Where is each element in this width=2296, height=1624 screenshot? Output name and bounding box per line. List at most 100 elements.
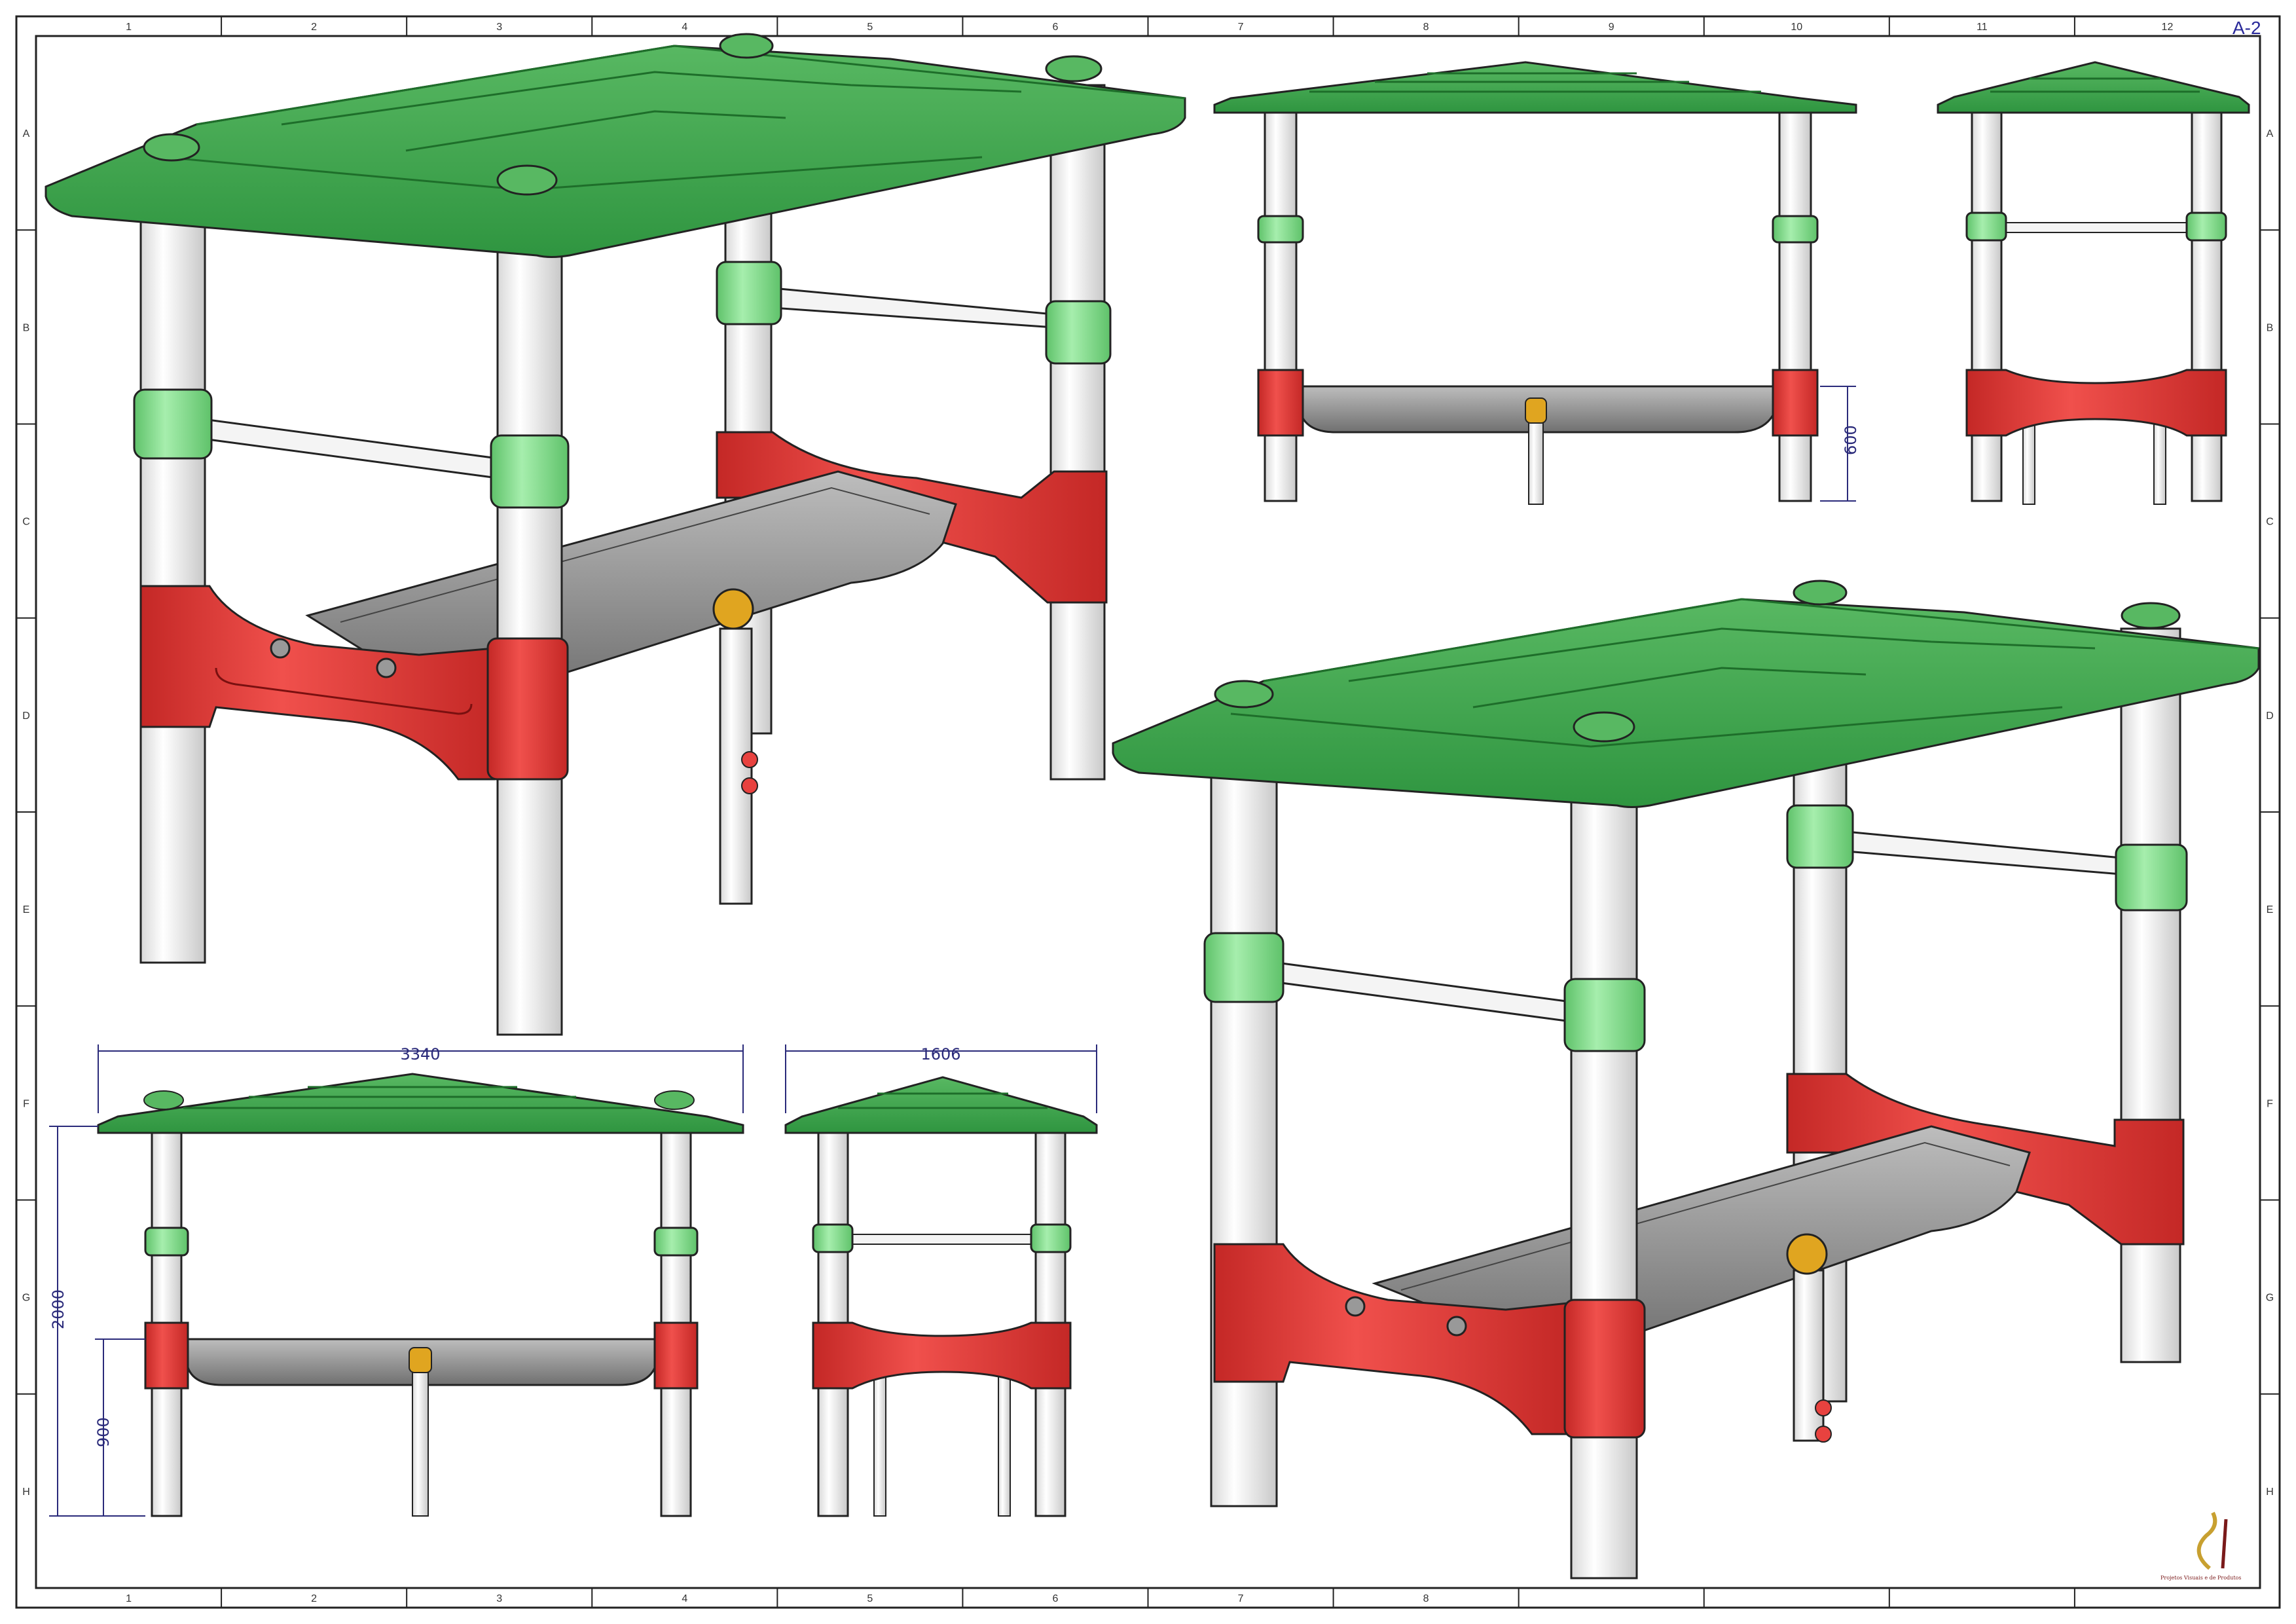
collar-back-right: [2115, 843, 2188, 912]
row-label: C: [22, 517, 30, 528]
base-frame: [1965, 369, 2227, 437]
roof-panel: [1213, 61, 1857, 114]
base-right: [653, 1321, 699, 1390]
column-label: 5: [867, 22, 873, 33]
dimension-overall-length: 3340: [400, 1045, 440, 1063]
post-cap: [1214, 680, 1274, 709]
column-label: 7: [1238, 1593, 1244, 1604]
float-valve: [712, 588, 754, 630]
drain-pipe: [1528, 418, 1544, 505]
collar-left: [812, 1223, 854, 1253]
collar-front-right: [490, 434, 570, 509]
bolt: [1446, 1316, 1467, 1337]
dimension-tray-height: 900: [94, 1417, 113, 1447]
collar-back-right: [1045, 300, 1112, 365]
column-label: 11: [1977, 22, 1988, 33]
rail-front: [1275, 961, 1573, 1023]
column-label: 8: [1423, 1593, 1429, 1604]
column-label: 3: [496, 1593, 502, 1604]
row-label: G: [2266, 1293, 2274, 1304]
dimension-tray-height-side: 600: [1842, 425, 1860, 455]
sleeve-front-right: [1563, 1299, 1646, 1439]
post-right: [1778, 103, 1812, 502]
drain-pipe: [412, 1368, 429, 1517]
base-left: [144, 1321, 189, 1390]
row-label: D: [22, 710, 30, 722]
rail: [847, 1234, 1036, 1245]
column-label: 10: [1791, 22, 1802, 33]
collar-left: [144, 1227, 189, 1257]
row-label: E: [23, 904, 30, 915]
row-label: E: [2267, 904, 2274, 915]
row-label: A: [2267, 128, 2274, 139]
sheet-number: A-2: [2232, 18, 2261, 38]
rail-back: [1845, 830, 2123, 876]
collar-front-right: [1563, 978, 1646, 1052]
post-cap: [1793, 580, 1848, 606]
roof-panel: [784, 1076, 1098, 1134]
column-label: 3: [496, 22, 502, 33]
rail-back: [771, 287, 1055, 329]
collar-front-left: [1203, 932, 1285, 1003]
row-label: B: [23, 322, 30, 333]
company-logo: Projetos Visuais e de Produtos: [2160, 1511, 2241, 1581]
base-right: [1772, 369, 1819, 437]
float-valve: [1786, 1233, 1828, 1275]
roof-panel: [1937, 61, 2250, 114]
row-label: H: [22, 1486, 30, 1498]
column-label: 4: [682, 22, 687, 33]
column-label: 6: [1053, 1593, 1059, 1604]
bolt: [376, 657, 397, 678]
column-label: 1: [126, 1593, 132, 1604]
post-front-left: [139, 195, 206, 964]
post-right: [1034, 1125, 1066, 1517]
post-left: [151, 1125, 183, 1517]
collar-right: [1030, 1223, 1072, 1253]
column-label: 8: [1423, 22, 1429, 33]
column-label: 4: [682, 1593, 687, 1604]
post-left: [1264, 103, 1298, 502]
collar-back-left: [1786, 804, 1854, 869]
post-cap: [496, 164, 558, 196]
row-label: H: [2266, 1486, 2274, 1498]
post-left: [1971, 103, 2003, 502]
roof-panel: [1112, 598, 2260, 808]
roof-panel: [97, 1073, 744, 1134]
post-back-right: [2120, 627, 2181, 1363]
bolt: [1345, 1296, 1366, 1317]
logo-company-text: Projetos Visuais e de Produtos: [2160, 1575, 2241, 1581]
collar-right: [1772, 215, 1819, 244]
post-front-right: [496, 221, 563, 1036]
rail: [2001, 222, 2193, 233]
column-label: 7: [1238, 22, 1244, 33]
collar-left: [1965, 212, 2007, 242]
dimension-overall-height: 2000: [49, 1289, 67, 1329]
isometric-view-top-left: [45, 33, 1186, 1036]
post-cap: [143, 133, 200, 162]
post-front-left: [1210, 752, 1278, 1507]
base-left: [1257, 369, 1304, 437]
base-front: [139, 585, 496, 781]
post-right: [2191, 103, 2223, 502]
side-elevation-bottom: 1606: [784, 1044, 1098, 1517]
column-label: 5: [867, 1593, 873, 1604]
post-cap: [1573, 711, 1635, 743]
zone-ticks: [16, 16, 2280, 1608]
collar-left: [1257, 215, 1304, 244]
collar-back-left: [716, 261, 782, 325]
post-left: [817, 1125, 849, 1517]
column-label: 1: [126, 22, 132, 33]
row-label: C: [2266, 517, 2274, 528]
post-cap: [2121, 602, 2181, 629]
isometric-view-bottom-right: [1112, 580, 2260, 1579]
column-label: 12: [2162, 22, 2174, 33]
row-label: G: [22, 1293, 30, 1304]
column-label: 6: [1053, 22, 1059, 33]
collar-right: [653, 1227, 699, 1257]
row-label: A: [23, 128, 30, 139]
post-cap: [1045, 55, 1102, 83]
dimension-overall-width: 1606: [920, 1045, 960, 1063]
